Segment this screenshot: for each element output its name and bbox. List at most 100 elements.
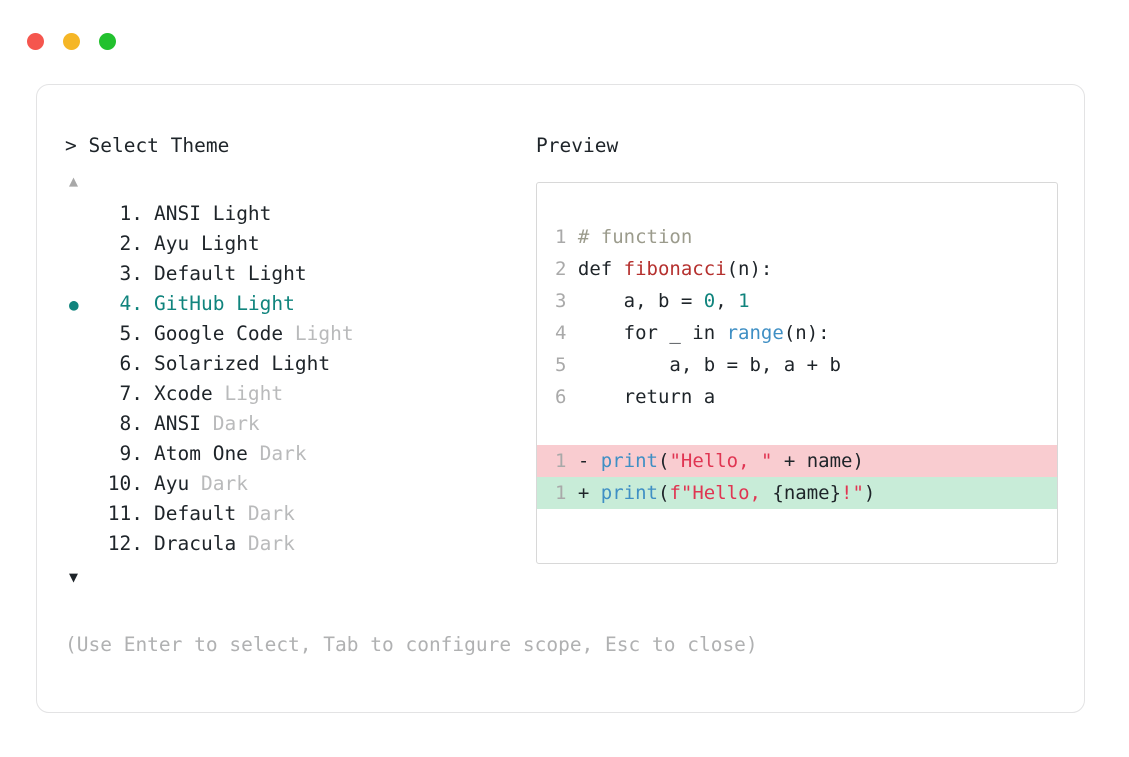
theme-list-item[interactable]: 7. Xcode Light xyxy=(65,379,535,409)
theme-item-variant: Dark xyxy=(236,532,295,555)
line-number: 4 xyxy=(555,322,578,344)
keyboard-hint: (Use Enter to select, Tab to configure s… xyxy=(65,633,758,656)
line-number: 1 xyxy=(555,482,578,504)
theme-item-name: Google Code Light xyxy=(154,322,354,345)
code-token: ( xyxy=(657,482,670,504)
theme-item-variant: Light xyxy=(212,382,284,405)
theme-item-name: GitHub Light xyxy=(154,292,295,315)
code-token: (n): xyxy=(783,322,830,344)
theme-list-item[interactable]: 12. Dracula Dark xyxy=(65,529,535,559)
theme-list-item[interactable]: 5. Google Code Light xyxy=(65,319,535,349)
code-token: + name) xyxy=(772,450,864,472)
code-token: {name} xyxy=(772,482,842,504)
code-line: 5 a, b = b, a + b xyxy=(537,349,1057,381)
bullet-placeholder xyxy=(65,380,95,410)
diff-removed-line: 1 - print("Hello, " + name) xyxy=(537,445,1057,477)
line-number: 6 xyxy=(555,386,578,408)
theme-picker-card: > Select Theme ▲ 1.ANSI Light 2. Ayu Ligh… xyxy=(36,84,1085,713)
select-theme-prompt: > Select Theme xyxy=(65,134,230,157)
theme-item-name: ANSI Dark xyxy=(154,412,260,435)
line-number: 2 xyxy=(555,258,578,280)
code-line: 6 return a xyxy=(537,381,1057,413)
code-token: !" xyxy=(841,482,864,504)
bullet-placeholder xyxy=(65,200,95,230)
theme-item-variant: Light xyxy=(283,322,354,345)
code-token: range xyxy=(726,322,784,344)
theme-item-number: 3. xyxy=(119,262,143,285)
theme-item-name: Dracula Dark xyxy=(154,532,295,555)
theme-list-item[interactable]: 9. Atom One Dark xyxy=(65,439,535,469)
code-line: 2 def fibonacci(n): xyxy=(537,253,1057,285)
line-number: 1 xyxy=(555,450,578,472)
code-line: 4 for _ in range(n): xyxy=(537,317,1057,349)
code-line: 1 # function xyxy=(537,221,1057,253)
theme-item-name: ANSI Light xyxy=(154,202,272,225)
close-window-button[interactable] xyxy=(27,33,44,50)
theme-list-item[interactable]: 2. Ayu Light xyxy=(65,229,535,259)
theme-item-number: 8. xyxy=(119,412,143,435)
maximize-window-button[interactable] xyxy=(99,33,116,50)
theme-item-name: Ayu Light xyxy=(154,232,260,255)
theme-item-name: Xcode Light xyxy=(154,382,284,405)
theme-item-number: 2. xyxy=(119,232,143,255)
theme-item-name: Solarized Light xyxy=(154,352,331,375)
theme-item-variant: Light xyxy=(200,202,272,225)
code-token: print xyxy=(600,450,658,472)
bullet-placeholder xyxy=(65,410,95,440)
theme-item-variant: Dark xyxy=(247,442,307,465)
diff-block: 1 - print("Hello, " + name)1 + print(f"H… xyxy=(537,445,1057,509)
theme-item-variant: Dark xyxy=(189,472,248,495)
diff-added-line: 1 + print(f"Hello, {name}!") xyxy=(537,477,1057,509)
theme-item-variant: Light xyxy=(224,292,295,315)
theme-item-number: 5. xyxy=(119,322,143,345)
code-token: a, b = xyxy=(577,290,704,312)
theme-list-item[interactable]: 10.Ayu Dark xyxy=(65,469,535,499)
theme-list[interactable]: 1.ANSI Light 2. Ayu Light 3. Default Light… xyxy=(65,199,535,559)
code-token: fibonacci xyxy=(623,258,727,280)
theme-list-item[interactable]: 11.Default Dark xyxy=(65,499,535,529)
line-number: 1 xyxy=(555,226,578,248)
theme-list-item[interactable]: 6.Solarized Light xyxy=(65,349,535,379)
theme-item-number: 12. xyxy=(107,532,143,555)
theme-list-item[interactable]: ● 4. GitHub Light xyxy=(65,289,535,319)
theme-item-number: 11. xyxy=(107,502,143,525)
theme-list-item[interactable]: 8. ANSI Dark xyxy=(65,409,535,439)
line-number: 5 xyxy=(555,354,578,376)
selected-bullet-icon: ● xyxy=(69,295,79,314)
theme-item-number: 7. xyxy=(119,382,143,405)
theme-item-name: Default Light xyxy=(154,262,307,285)
theme-item-variant: Light xyxy=(236,262,307,285)
code-token: 0 xyxy=(703,290,716,312)
preview-title: Preview xyxy=(536,134,619,157)
bullet-placeholder xyxy=(65,260,95,290)
code-spacer xyxy=(537,413,1057,445)
scroll-down-arrow-icon[interactable]: ▼ xyxy=(69,568,79,586)
theme-item-number: 9. xyxy=(119,442,143,465)
code-token: print xyxy=(600,482,658,504)
code-token: , xyxy=(715,290,739,312)
code-token: f"Hello, xyxy=(669,482,773,504)
theme-list-item[interactable]: 3. Default Light xyxy=(65,259,535,289)
theme-list-item[interactable]: 1.ANSI Light xyxy=(65,199,535,229)
code-token: (n): xyxy=(726,258,773,280)
minimize-window-button[interactable] xyxy=(63,33,80,50)
code-token: ) xyxy=(863,482,876,504)
theme-selector-pane: > Select Theme ▲ 1.ANSI Light 2. Ayu Ligh… xyxy=(65,133,535,587)
bullet-placeholder xyxy=(65,530,95,560)
code-token: a, b = b, a + b xyxy=(577,354,841,376)
theme-item-variant: Dark xyxy=(200,412,260,435)
code-token: "Hello, " xyxy=(669,450,773,472)
theme-item-variant: Dark xyxy=(236,502,295,525)
code-token: def xyxy=(577,258,624,280)
theme-item-number: 4. xyxy=(119,292,143,315)
bullet-placeholder xyxy=(65,350,95,380)
line-number: 3 xyxy=(555,290,578,312)
code-token: # function xyxy=(577,226,693,248)
scroll-up-arrow-icon[interactable]: ▲ xyxy=(69,172,79,190)
diff-sign: + xyxy=(577,482,601,504)
code-token: return a xyxy=(577,386,716,408)
code-line: 3 a, b = 0, 1 xyxy=(537,285,1057,317)
theme-item-name: Atom One Dark xyxy=(154,442,307,465)
